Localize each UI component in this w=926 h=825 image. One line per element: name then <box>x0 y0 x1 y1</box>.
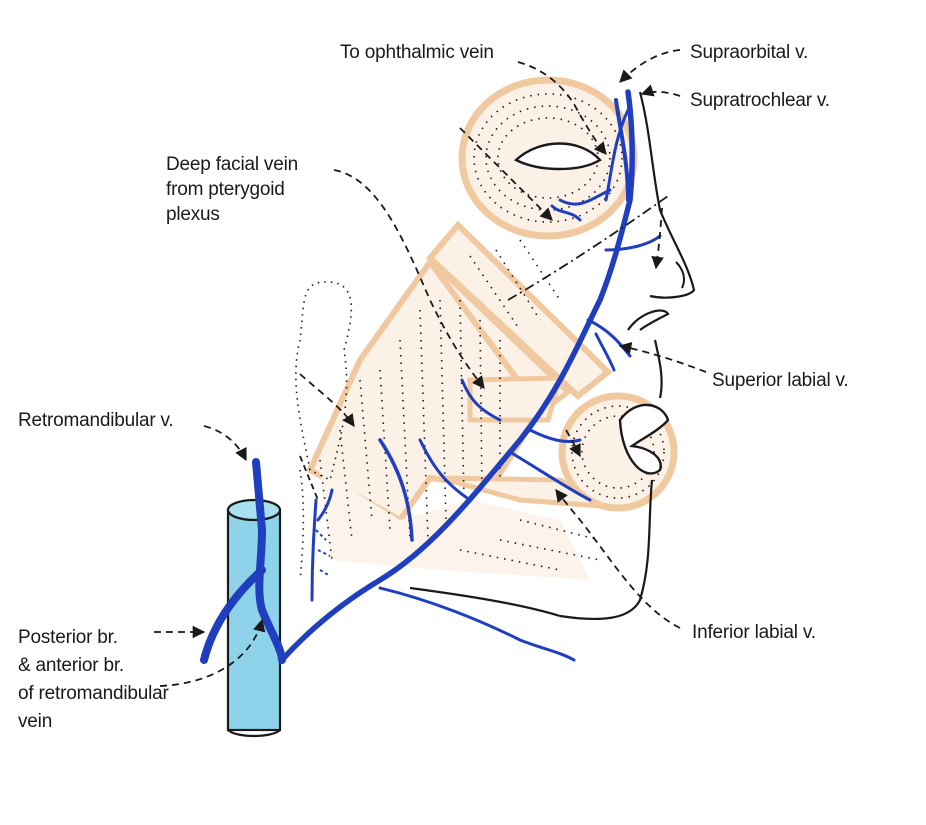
label-posterior-anterior-branch: Posterior br. & anterior br. of retroman… <box>18 624 169 736</box>
chin-outline <box>559 479 654 621</box>
leader-lip <box>299 373 355 428</box>
retromandibular-vein <box>252 458 286 664</box>
eye-opening <box>513 142 602 171</box>
label-deep-facial-vein: Deep facial vein from pterygoid plexus <box>166 152 298 227</box>
label-retromandibular: Retromandibular v. <box>18 410 174 431</box>
masseter-band <box>467 375 564 423</box>
muscle-layer <box>306 76 678 580</box>
vein-network <box>200 89 662 664</box>
leader-supratrochlear <box>640 84 681 97</box>
leader-nose <box>651 207 664 270</box>
leader-superior-labial <box>618 342 707 373</box>
jugular-cylinder <box>226 498 282 738</box>
deep-facial-vein <box>418 378 502 502</box>
parotid-branches <box>310 488 334 602</box>
inferior-labial-vein <box>508 428 592 502</box>
label-posterior-line4: vein <box>18 711 53 732</box>
upper-lip-outline <box>653 339 663 399</box>
mouth-opening <box>618 403 670 475</box>
parotid-dotted-edge <box>299 469 305 581</box>
leader-cheek <box>459 127 553 221</box>
label-posterior-line1: Posterior br. <box>18 627 118 648</box>
leader-anterior <box>159 618 266 687</box>
posterior-branch <box>200 566 266 664</box>
leader-inferior-labial <box>555 488 681 629</box>
face-profile <box>409 91 696 621</box>
leader-lines <box>153 49 707 687</box>
nasal-branch <box>604 234 662 252</box>
label-posterior-line2: & anterior br. <box>18 655 124 676</box>
jaw-outline <box>409 586 561 618</box>
orbital-branch <box>550 188 612 222</box>
buccal-branch <box>378 438 414 542</box>
cheek-region <box>320 470 590 580</box>
forehead-nose-outline <box>638 91 696 299</box>
supraorbital-vein <box>614 98 630 202</box>
leader-retromandibular <box>203 425 247 462</box>
submental-vein <box>378 586 576 662</box>
zygomatic-band-upper <box>425 220 613 400</box>
label-deep-facial-line3: plexus <box>166 204 220 225</box>
label-to-ophthalmic-vein: To ophthalmic vein <box>340 42 494 63</box>
leader-supraorbital <box>619 49 681 83</box>
label-supraorbital: Supraorbital v. <box>690 42 809 63</box>
label-deep-facial-line2: from pterygoid <box>166 179 285 200</box>
nose-tip <box>675 261 685 289</box>
label-posterior-line3: of retromandibular <box>18 683 169 704</box>
parotid-dashes <box>315 529 331 577</box>
leader-lower <box>565 429 581 458</box>
nostril-outline <box>627 309 670 331</box>
dash-dot-line-lower <box>299 455 319 501</box>
label-supratrochlear: Supratrochlear v. <box>690 90 830 111</box>
facial-vein-main <box>279 89 635 663</box>
dash-dot-line <box>507 195 669 301</box>
leader-deep-facial <box>333 169 485 389</box>
label-deep-facial-line1: Deep facial vein <box>166 154 298 175</box>
label-superior-labial: Superior labial v. <box>712 370 849 391</box>
label-inferior-labial: Inferior labial v. <box>692 622 816 643</box>
